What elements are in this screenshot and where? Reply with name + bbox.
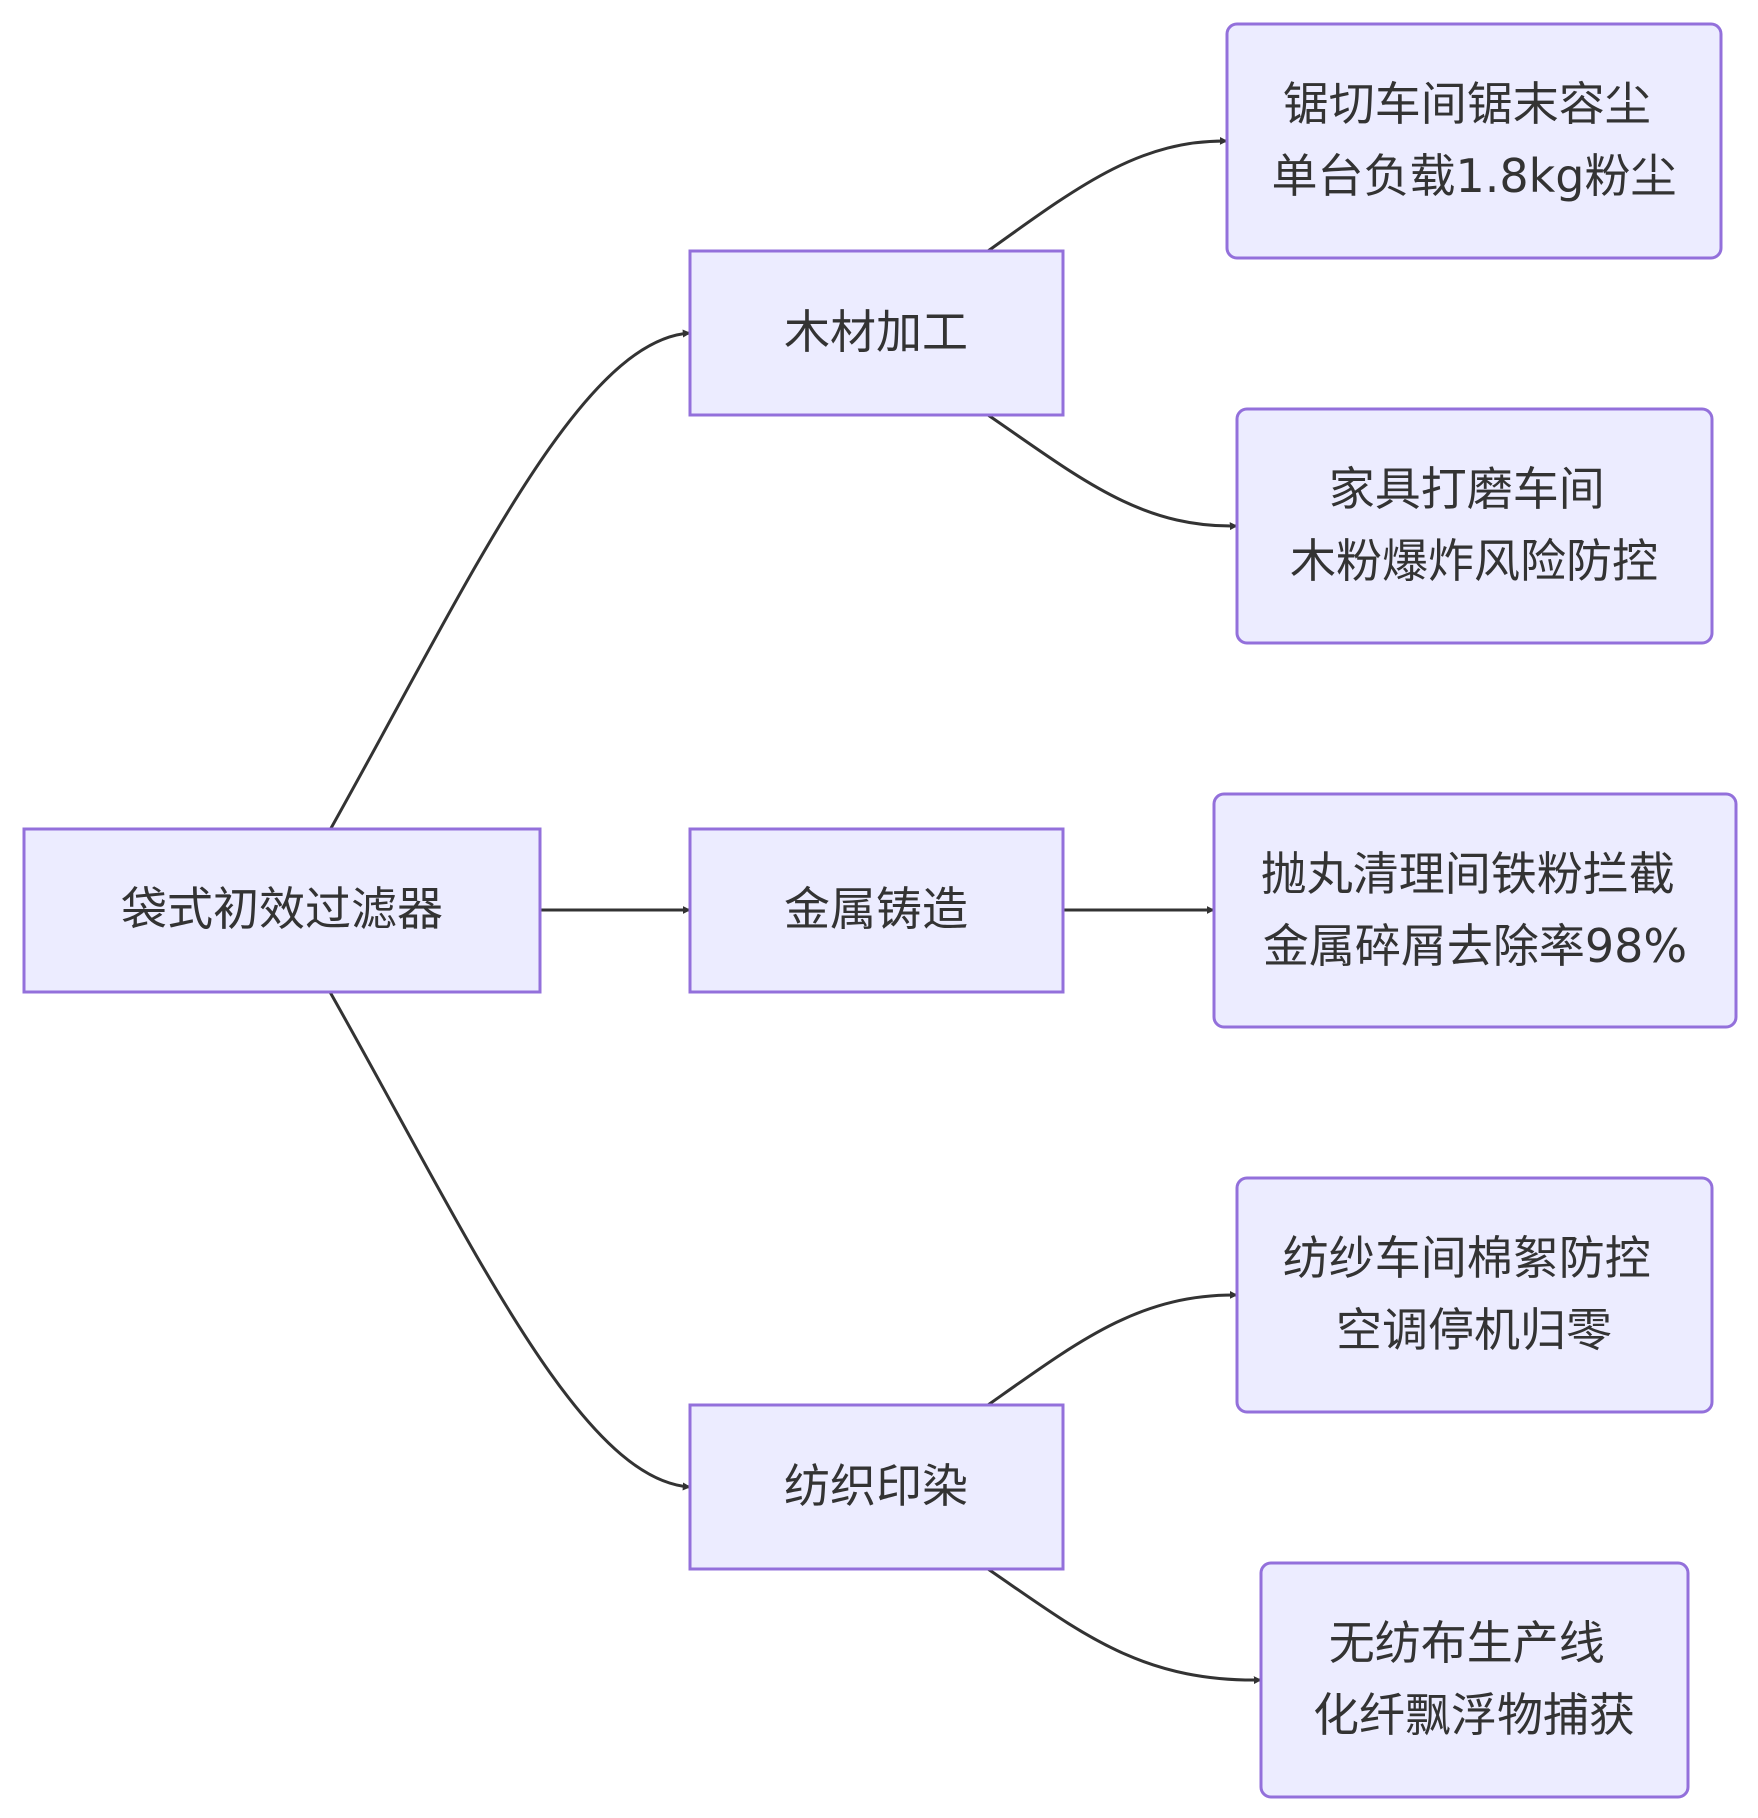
edge-textile-to-spinning bbox=[987, 1290, 1238, 1407]
node-nonwoven: 无纺布生产线 化纤飘浮物捕获 bbox=[1259, 1561, 1690, 1799]
node-furniture-line-2: 木粉爆炸风险防控 bbox=[1290, 534, 1658, 588]
edge-wood-to-sawing bbox=[987, 136, 1228, 253]
node-metal: 金属铸造 bbox=[688, 827, 1065, 994]
node-wood: 木材加工 bbox=[688, 249, 1065, 417]
edge-wood-to-furniture bbox=[987, 413, 1238, 531]
svg-text:袋式初效过滤器: 袋式初效过滤器 bbox=[121, 882, 443, 936]
node-spinning-line-1: 纺纱车间棉絮防控 bbox=[1283, 1231, 1651, 1285]
node-furniture-line-1: 家具打磨车间 bbox=[1329, 462, 1605, 516]
node-shotblast: 抛丸清理间铁粉拦截 金属碎屑去除率98% bbox=[1212, 792, 1738, 1029]
svg-text:木材加工: 木材加工 bbox=[784, 305, 968, 359]
node-spinning-line-2: 空调停机归零 bbox=[1336, 1303, 1612, 1357]
node-textile-line-1: 纺织印染 bbox=[784, 1459, 968, 1513]
node-shotblast-line-2: 金属碎屑去除率98% bbox=[1263, 919, 1687, 973]
svg-text:抛丸清理间铁粉拦截 金属碎屑去除率98%: 抛丸清理间铁粉拦截 金属碎屑去除率98% bbox=[1261, 847, 1690, 973]
node-nonwoven-line-1: 无纺布生产线 bbox=[1329, 1616, 1605, 1670]
node-textile: 纺织印染 bbox=[688, 1403, 1065, 1571]
svg-text:纺纱车间棉絮防控 空调停机归零: 纺纱车间棉絮防控 空调停机归零 bbox=[1283, 1231, 1666, 1357]
edges bbox=[328, 136, 1262, 1685]
edge-textile-to-nonwoven bbox=[987, 1567, 1262, 1685]
node-root: 袋式初效过滤器 bbox=[22, 827, 542, 994]
svg-text:锯切车间锯末容尘 单台负载1.8kg粉尘: 锯切车间锯末容尘 单台负载1.8kg粉尘 bbox=[1272, 77, 1677, 203]
node-nonwoven-line-2: 化纤飘浮物捕获 bbox=[1313, 1688, 1635, 1742]
node-root-line-1: 袋式初效过滤器 bbox=[121, 882, 443, 936]
node-sawing-line-2: 单台负载1.8kg粉尘 bbox=[1272, 149, 1677, 203]
edge-root-to-wood bbox=[328, 329, 691, 831]
edge-root-to-textile bbox=[328, 991, 691, 1491]
svg-text:纺织印染: 纺织印染 bbox=[784, 1459, 968, 1513]
node-wood-line-1: 木材加工 bbox=[784, 305, 968, 359]
node-sawing-line-1: 锯切车间锯末容尘 bbox=[1283, 77, 1651, 131]
svg-text:家具打磨车间 木粉爆炸风险防控: 家具打磨车间 木粉爆炸风险防控 bbox=[1290, 462, 1658, 588]
node-furniture: 家具打磨车间 木粉爆炸风险防控 bbox=[1235, 407, 1714, 645]
node-shotblast-line-1: 抛丸清理间铁粉拦截 bbox=[1261, 847, 1675, 901]
node-sawing: 锯切车间锯末容尘 单台负载1.8kg粉尘 bbox=[1225, 22, 1723, 260]
svg-text:金属铸造: 金属铸造 bbox=[784, 882, 968, 936]
node-metal-line-1: 金属铸造 bbox=[784, 882, 968, 936]
node-spinning: 纺纱车间棉絮防控 空调停机归零 bbox=[1235, 1176, 1714, 1414]
svg-text:无纺布生产线 化纤飘浮物捕获: 无纺布生产线 化纤飘浮物捕获 bbox=[1313, 1616, 1635, 1742]
